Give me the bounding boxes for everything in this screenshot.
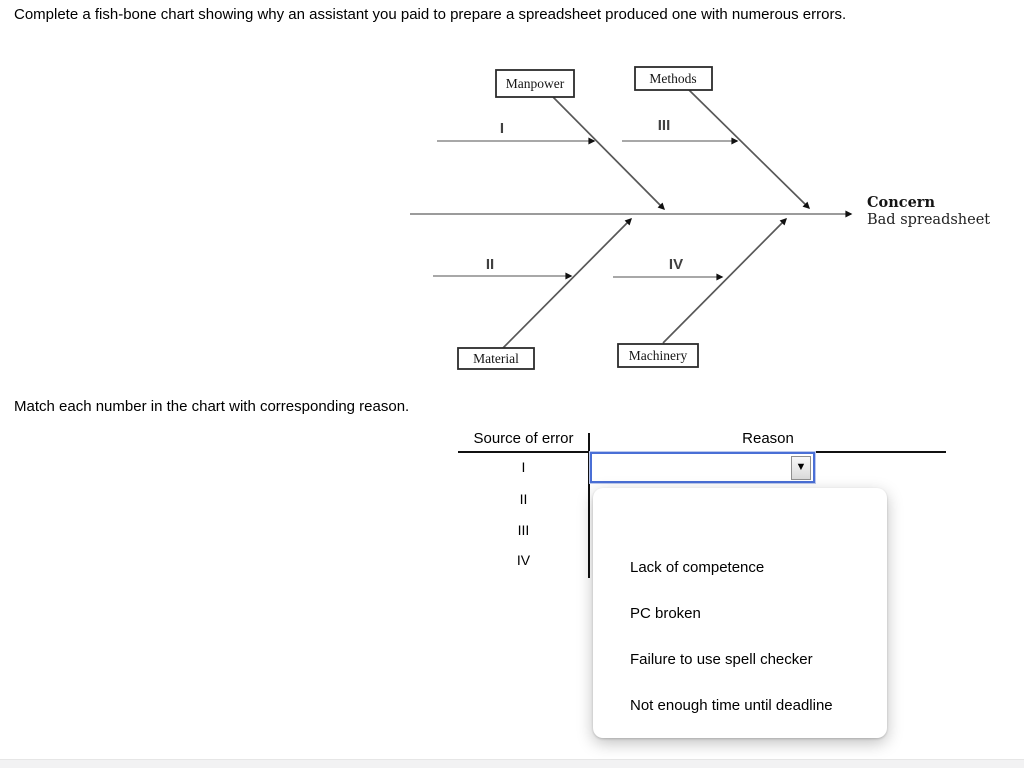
methods-bone-line	[688, 89, 810, 209]
machinery-bone-line	[662, 218, 787, 344]
reason-select-row-i[interactable]: ▼	[590, 452, 815, 483]
manpower-bone-line	[552, 96, 665, 210]
methods-box	[634, 66, 713, 91]
machinery-box-label: Machinery	[629, 348, 688, 363]
material-box	[457, 347, 535, 370]
material-bone-line	[502, 218, 632, 349]
dropdown-option-blank[interactable]	[593, 498, 887, 544]
material-box-label: Material	[473, 351, 519, 366]
machinery-box	[617, 343, 699, 368]
dropdown-option-lack-of-competence[interactable]: Lack of competence	[630, 558, 765, 576]
caret-down-icon: ▼	[795, 461, 807, 473]
instruction-text: Match each number in the chart with corr…	[14, 398, 410, 415]
reason-header: Reason	[590, 430, 946, 453]
bone-label-iv: IV	[669, 256, 683, 273]
effect-label: Concern	[867, 194, 935, 211]
reason-dropdown-menu: Lack of competence PC broken Failure to …	[593, 488, 887, 738]
dropdown-option-pc-broken[interactable]: PC broken	[630, 604, 701, 622]
bottom-scroll-gutter	[0, 759, 1024, 768]
methods-box-label: Methods	[649, 71, 696, 86]
dropdown-arrow-button[interactable]: ▼	[791, 455, 811, 480]
table-row-label-ii: II	[519, 491, 528, 507]
bone-label-iii: III	[658, 117, 671, 134]
table-row-label-iv: IV	[516, 552, 531, 568]
manpower-box-label: Manpower	[506, 76, 565, 91]
table-row-label-iii: III	[517, 522, 530, 538]
dropdown-option-failure-spell-checker[interactable]: Failure to use spell checker	[630, 650, 813, 668]
table-column-divider	[588, 433, 590, 578]
dropdown-option-not-enough-time[interactable]: Not enough time until deadline	[630, 696, 833, 714]
effect-value: Bad spreadsheet	[867, 212, 990, 228]
bone-label-i: I	[500, 120, 504, 137]
manpower-box	[495, 69, 575, 98]
question-text: Complete a fish-bone chart showing why a…	[14, 6, 847, 23]
bone-label-ii: II	[486, 256, 494, 273]
source-of-error-header: Source of error	[458, 430, 589, 453]
fishbone-diagram: I III II IV Manpower Methods Material Ma…	[410, 66, 990, 370]
table-row-label-i: I	[521, 459, 526, 475]
